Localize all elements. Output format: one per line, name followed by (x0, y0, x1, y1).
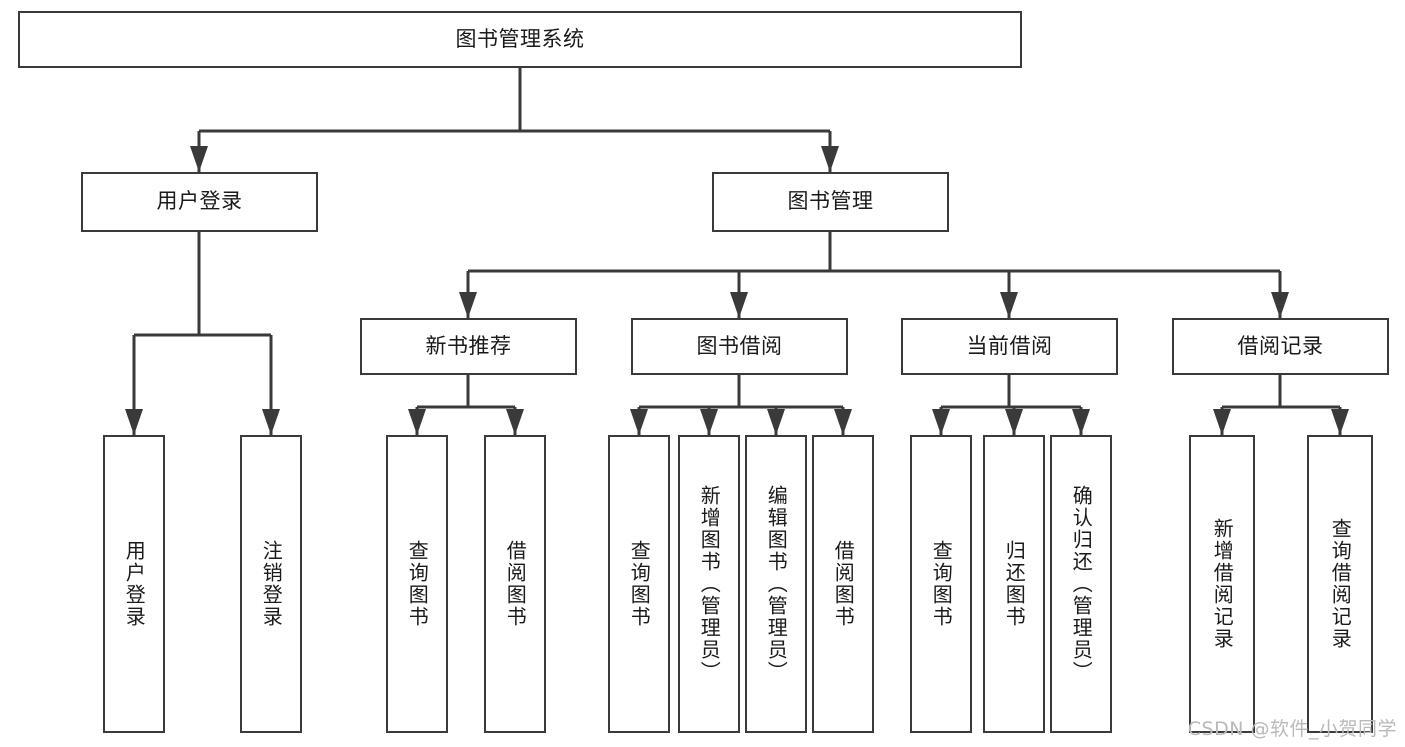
connector-root-to-level1 (190, 68, 839, 172)
node-label-current-borrow: 当前借阅 (966, 333, 1053, 358)
arrowhead-icon (125, 409, 143, 435)
node-leaf-user-login[interactable]: 用户登录 (103, 435, 165, 733)
node-borrow-record[interactable]: 借阅记录 (1172, 318, 1389, 375)
node-leaf-user-logout[interactable]: 注销登录 (240, 435, 302, 733)
node-label-borrow-record: 借阅记录 (1237, 333, 1324, 358)
node-label-leaf-edit-book: 编辑图书（管理员） (764, 485, 789, 683)
node-label-leaf-borrow-book-2: 借阅图书 (831, 540, 856, 628)
node-leaf-edit-book[interactable]: 编辑图书（管理员） (745, 435, 807, 733)
node-leaf-query-book-2[interactable]: 查询图书 (608, 435, 670, 733)
node-label-leaf-user-logout: 注销登录 (259, 540, 284, 628)
arrowhead-icon (459, 292, 477, 318)
arrowhead-icon (262, 409, 280, 435)
node-leaf-return-book[interactable]: 归还图书 (983, 435, 1045, 733)
node-label-root: 图书管理系统 (455, 26, 585, 51)
node-leaf-query-book-3[interactable]: 查询图书 (910, 435, 972, 733)
node-label-user-login: 用户登录 (156, 189, 243, 214)
arrowhead-icon (506, 409, 524, 435)
arrowhead-icon (700, 409, 718, 435)
node-book-manage[interactable]: 图书管理 (712, 172, 949, 232)
arrowhead-icon (1213, 409, 1231, 435)
connector-book-borrow-to-leaves (630, 375, 852, 435)
arrowhead-icon (408, 409, 426, 435)
node-label-leaf-query-record: 查询借阅记录 (1328, 518, 1353, 650)
connector-current-borrow-to-leaves (932, 375, 1090, 435)
arrowhead-icon (1005, 409, 1023, 435)
node-new-book-rec[interactable]: 新书推荐 (360, 318, 577, 375)
arrowhead-icon (821, 146, 839, 172)
arrowhead-icon (190, 146, 208, 172)
node-leaf-query-book-1[interactable]: 查询图书 (386, 435, 448, 733)
node-label-book-manage: 图书管理 (787, 189, 874, 214)
connector-user-login-to-leaves (125, 232, 280, 435)
node-root[interactable]: 图书管理系统 (18, 11, 1022, 68)
connector-book-manage-to-level2 (459, 232, 1289, 318)
node-label-leaf-borrow-book-1: 借阅图书 (503, 540, 528, 628)
node-current-borrow[interactable]: 当前借阅 (901, 318, 1118, 375)
arrowhead-icon (1000, 292, 1018, 318)
node-label-leaf-user-login: 用户登录 (122, 540, 147, 628)
arrowhead-icon (767, 409, 785, 435)
connector-new-book-rec-to-leaves (408, 375, 524, 435)
arrowhead-icon (1271, 292, 1289, 318)
connector-borrow-record-to-leaves (1213, 375, 1349, 435)
arrowhead-icon (932, 409, 950, 435)
node-leaf-add-book[interactable]: 新增图书（管理员） (678, 435, 740, 733)
node-leaf-borrow-book-2[interactable]: 借阅图书 (812, 435, 874, 733)
node-leaf-query-record[interactable]: 查询借阅记录 (1307, 435, 1373, 733)
connector-group (125, 68, 1349, 435)
node-label-leaf-confirm-return: 确认归还（管理员） (1069, 485, 1094, 683)
arrowhead-icon (834, 409, 852, 435)
node-leaf-confirm-return[interactable]: 确认归还（管理员） (1050, 435, 1112, 733)
node-label-leaf-return-book: 归还图书 (1002, 540, 1027, 628)
arrowhead-icon (630, 409, 648, 435)
node-book-borrow[interactable]: 图书借阅 (631, 318, 848, 375)
node-label-book-borrow: 图书借阅 (696, 333, 783, 358)
node-label-leaf-add-book: 新增图书（管理员） (697, 485, 722, 683)
node-label-new-book-rec: 新书推荐 (425, 333, 512, 358)
arrowhead-icon (1072, 409, 1090, 435)
node-leaf-add-record[interactable]: 新增借阅记录 (1189, 435, 1255, 733)
node-label-leaf-query-book-2: 查询图书 (627, 540, 652, 628)
node-leaf-borrow-book-1[interactable]: 借阅图书 (484, 435, 546, 733)
node-label-leaf-query-book-1: 查询图书 (405, 540, 430, 628)
arrowhead-icon (1331, 409, 1349, 435)
node-label-leaf-add-record: 新增借阅记录 (1210, 518, 1235, 650)
node-label-leaf-query-book-3: 查询图书 (929, 540, 954, 628)
node-user-login[interactable]: 用户登录 (81, 172, 318, 232)
arrowhead-icon (730, 292, 748, 318)
